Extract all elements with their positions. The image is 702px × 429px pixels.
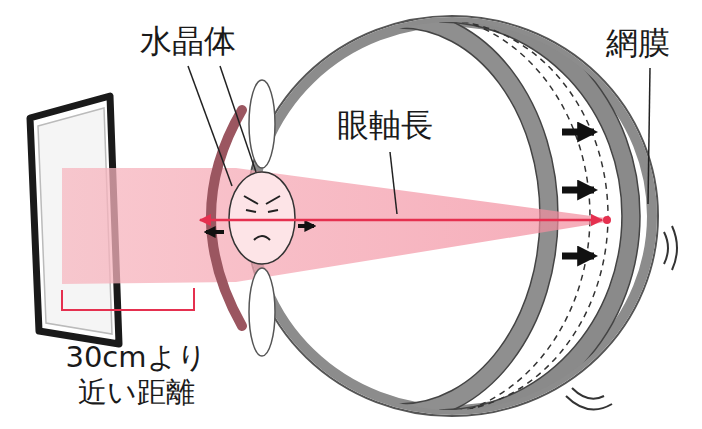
focus-dot	[603, 216, 611, 224]
vibration-mark	[566, 388, 612, 409]
elongation-arrow	[562, 129, 594, 136]
axis-line	[200, 219, 602, 222]
distance-bracket	[62, 288, 194, 310]
lens-upper	[249, 80, 275, 168]
lens-face	[229, 172, 295, 264]
elongation-arrow	[562, 253, 594, 260]
distance-label: 30cmより 近い距離	[50, 340, 222, 410]
vibration-mark	[664, 226, 677, 270]
elongation-arrow	[562, 187, 594, 194]
leader-line	[220, 66, 256, 172]
lens-lower	[249, 268, 275, 356]
face-brows	[244, 196, 280, 204]
part-label: 水晶体	[140, 22, 236, 60]
strain-arrow	[206, 230, 224, 234]
part-label: 眼軸長	[337, 106, 433, 144]
leader-line	[648, 68, 650, 204]
face-mouth	[254, 236, 270, 240]
strain-arrow	[298, 224, 314, 228]
leader-line	[390, 152, 397, 214]
light-beam	[62, 168, 606, 284]
face-eyes	[246, 210, 278, 212]
part-label: 網膜	[606, 24, 670, 62]
